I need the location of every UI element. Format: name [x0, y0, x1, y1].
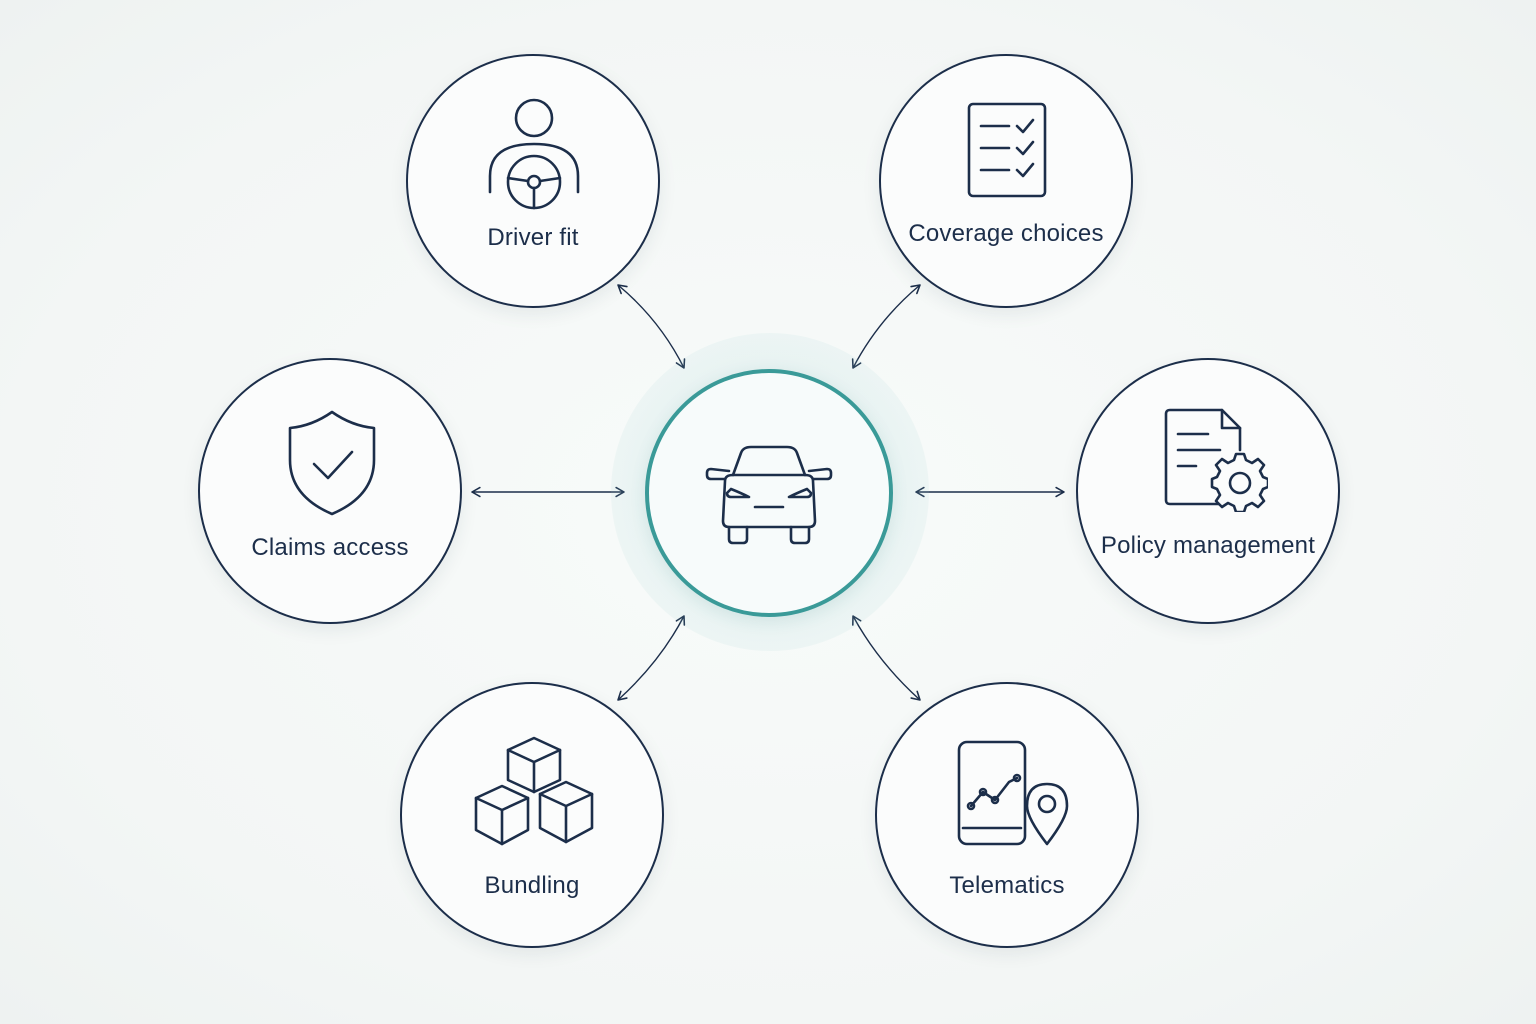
node-coverage-choices[interactable]: Coverage choices: [879, 54, 1133, 308]
stacked-boxes-icon: [474, 736, 594, 846]
checklist-icon: [967, 102, 1047, 198]
node-label: Policy management: [1100, 532, 1316, 559]
node-policy-management[interactable]: Policy management: [1076, 358, 1340, 624]
hub-car-node[interactable]: [645, 369, 893, 617]
node-telematics[interactable]: Telematics: [875, 682, 1139, 948]
node-bundling[interactable]: Bundling: [400, 682, 664, 948]
shield-check-icon: [288, 410, 376, 516]
phone-location-icon: [957, 740, 1069, 846]
node-label: Driver fit: [487, 224, 579, 251]
connector-bundling: [617, 615, 686, 701]
node-claims-access[interactable]: Claims access: [198, 358, 462, 624]
document-gear-icon: [1164, 408, 1268, 512]
node-label: Claims access: [251, 534, 409, 561]
driver-steering-wheel-icon: [488, 98, 580, 210]
connector-telematics: [852, 615, 921, 701]
node-label: Coverage choices: [908, 220, 1104, 247]
connector-driver-fit: [617, 284, 686, 369]
connector-coverage-choices: [851, 284, 921, 369]
node-label: Telematics: [949, 872, 1065, 899]
node-driver-fit[interactable]: Driver fit: [406, 54, 660, 308]
node-label: Bundling: [484, 872, 580, 899]
car-icon: [705, 445, 833, 545]
